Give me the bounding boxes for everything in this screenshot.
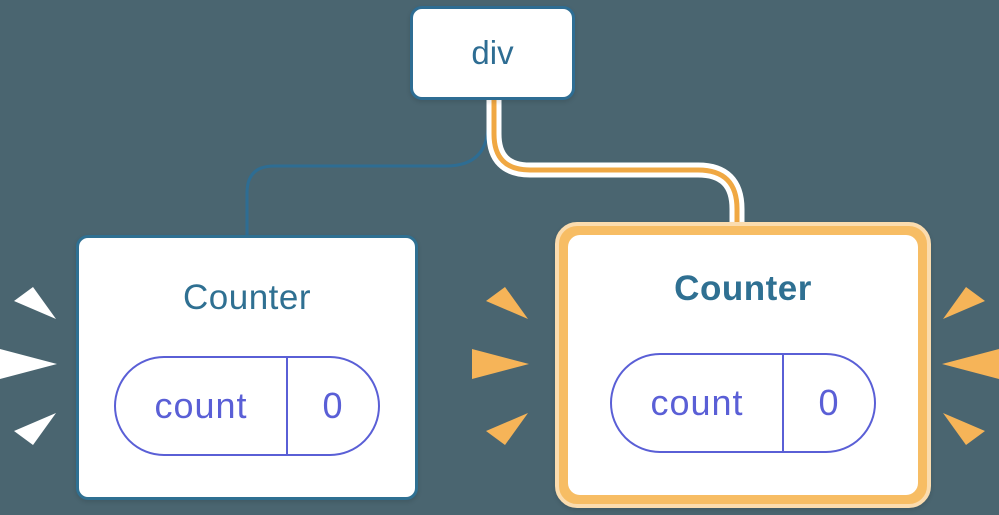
pill-divider <box>286 358 288 454</box>
card-title: Counter <box>674 269 812 308</box>
state-value-label: 0 <box>322 385 344 426</box>
burst-icon <box>472 287 529 445</box>
state-pill: count 0 <box>114 356 380 456</box>
state-key-label: count <box>154 385 248 426</box>
state-key-label: count <box>650 382 744 423</box>
root-node: div <box>410 6 575 100</box>
highlight-ring: Counter count 0 <box>555 222 931 508</box>
counter-card-left: Counter count 0 <box>76 235 418 500</box>
edge-right-highlight-outline <box>486 99 745 224</box>
state-value-label: 0 <box>818 382 840 423</box>
burst-icon <box>942 287 999 445</box>
card-title: Counter <box>182 278 312 317</box>
counter-card-right: Counter count 0 <box>568 235 918 495</box>
state-pill: count 0 <box>610 353 876 453</box>
edge-right-highlight <box>491 99 740 224</box>
root-node-label: div <box>471 34 514 71</box>
burst-icon <box>0 287 57 445</box>
pill-divider <box>782 355 784 451</box>
edge-left-blue <box>245 99 490 237</box>
